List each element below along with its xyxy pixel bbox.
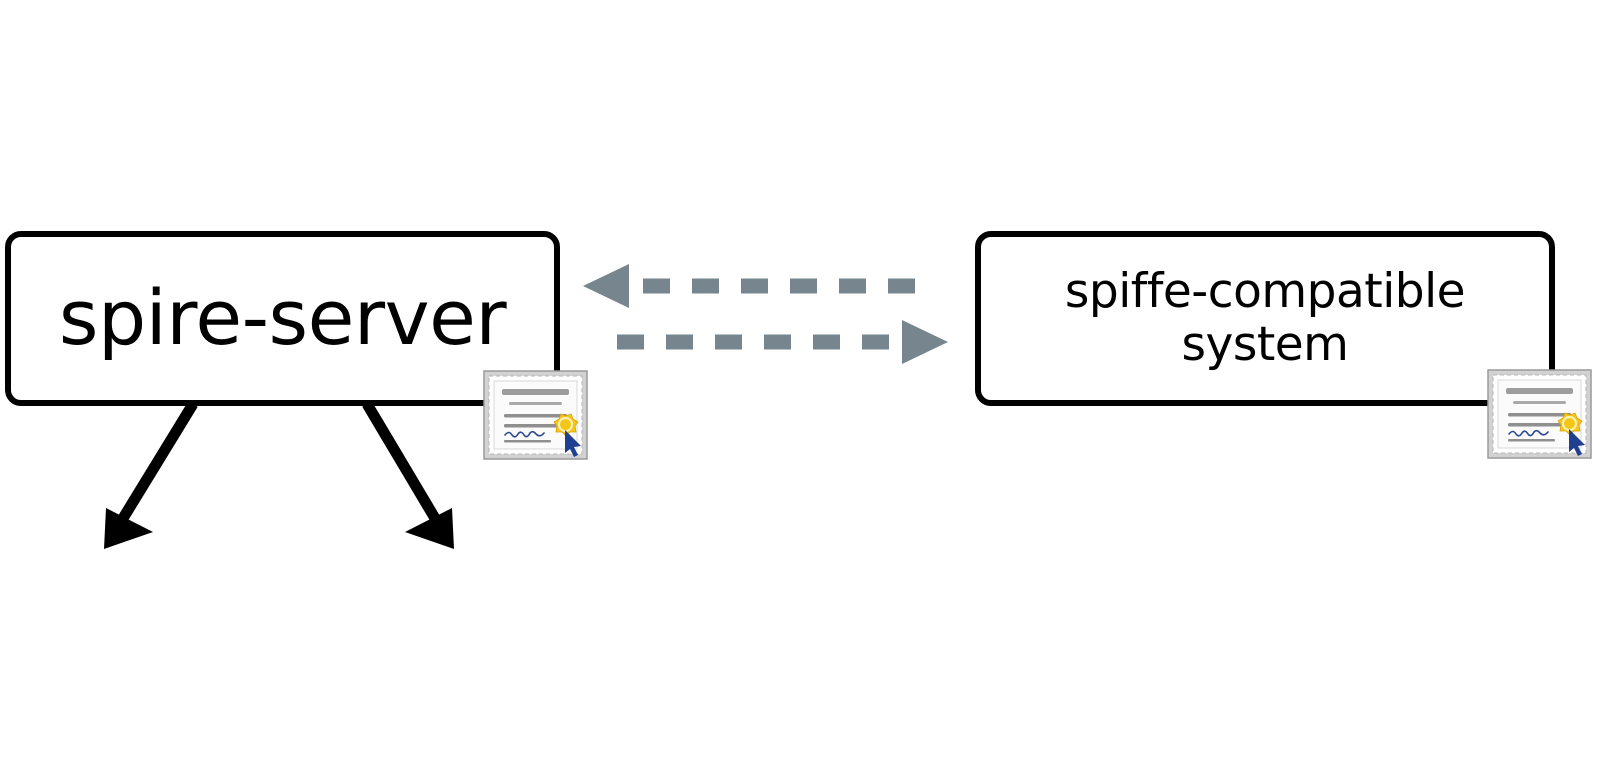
cursor-arrow-icon [1569, 429, 1585, 456]
black-arrow-down-right-head [405, 508, 454, 549]
node-spire-server[interactable]: spire-server [5, 231, 560, 406]
dashed-arrow-rightward-head [902, 320, 948, 364]
certificate-icon[interactable] [1487, 369, 1592, 459]
node-spire-server-label: spire-server [58, 273, 507, 363]
black-arrow-down-right-shaft [362, 401, 441, 523]
dashed-arrow-leftward [583, 264, 915, 308]
dashed-arrow-leftward-head [583, 264, 629, 308]
cursor-arrow-icon [565, 430, 581, 457]
node-spiffe-compatible-system-label: spiffe-compatible system [1064, 263, 1466, 372]
certificate-icon[interactable] [483, 370, 588, 460]
black-arrow-down-right [362, 401, 454, 549]
black-arrow-down-left [104, 401, 198, 549]
certificate-seal-icon [553, 413, 579, 437]
black-arrow-down-left-head [104, 508, 153, 549]
dashed-arrow-rightward [617, 320, 948, 364]
node-spiffe-compatible-system[interactable]: spiffe-compatible system [975, 231, 1555, 406]
black-arrow-down-left-shaft [117, 401, 198, 523]
